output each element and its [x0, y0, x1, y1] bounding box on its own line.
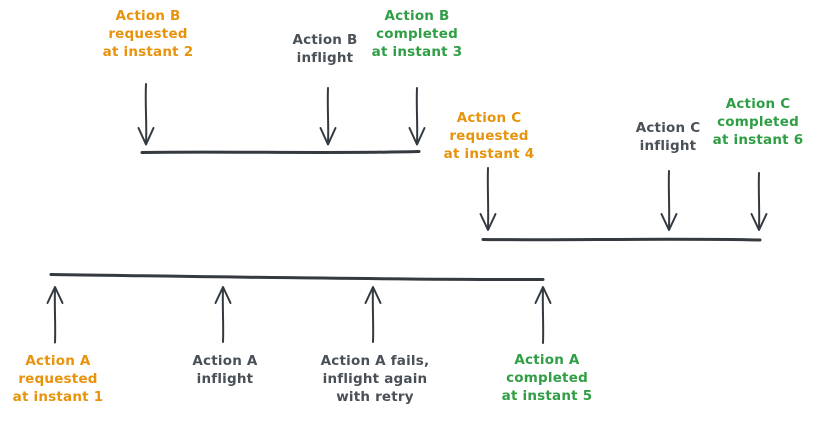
- label-action-b-completed: Action B completed at instant 3: [371, 8, 463, 60]
- label-action-b-inflight: Action B inflight: [292, 32, 358, 66]
- label-action-c-completed: Action C completed at instant 6: [712, 96, 804, 148]
- arrow-b-requested: [137, 83, 155, 146]
- arrow-a-completed: [534, 286, 552, 344]
- timeline-c: [481, 237, 762, 242]
- label-action-b-requested: Action B requested at instant 2: [102, 8, 194, 60]
- arrow-c-completed: [750, 172, 768, 231]
- label-action-c-inflight: Action C inflight: [635, 120, 701, 154]
- arrow-b-inflight: [319, 87, 337, 146]
- arrow-b-completed: [408, 87, 426, 146]
- timeline-a: [49, 273, 545, 282]
- label-action-a-inflight: Action A inflight: [192, 353, 258, 387]
- label-action-a-completed: Action A completed at instant 5: [501, 352, 593, 404]
- arrow-c-inflight: [660, 170, 678, 231]
- timeline-b: [140, 150, 421, 155]
- label-action-a-requested: Action A requested at instant 1: [12, 353, 104, 405]
- arrow-a-requested: [46, 286, 64, 344]
- arrow-a-inflight: [214, 286, 232, 343]
- arrow-c-requested: [479, 167, 497, 231]
- label-action-a-fails: Action A fails, inflight again with retr…: [320, 353, 430, 405]
- arrow-a-fails: [364, 286, 382, 343]
- label-action-c-requested: Action C requested at instant 4: [443, 110, 535, 162]
